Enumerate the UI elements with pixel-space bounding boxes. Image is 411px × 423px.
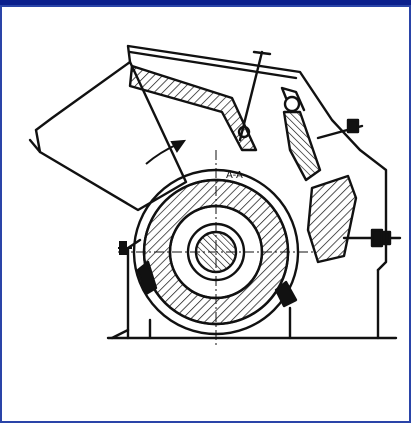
adjusting-nut-right-lower <box>370 228 384 248</box>
frame-top-bar <box>0 0 411 5</box>
left-mounting-bolt <box>118 241 132 255</box>
adjusting-rod-nut-upper <box>237 125 251 139</box>
curtain-pivot <box>283 95 301 113</box>
adjusting-nut-right-upper <box>346 118 360 134</box>
rotor-mark-label: A-A <box>226 170 243 181</box>
upper-housing <box>126 44 388 272</box>
blow-bar-right <box>274 280 298 308</box>
adjusting-rod-upper-cap <box>252 50 272 56</box>
adjusting-rod-upper <box>238 50 264 142</box>
adjusting-nut-right-lower-2 <box>382 230 392 246</box>
feed-chute-lip <box>28 138 42 154</box>
curtain-hanger <box>280 86 306 112</box>
upper-impact-plate <box>128 64 258 152</box>
right-impact-plate-upper <box>282 110 322 182</box>
feed-direction-arrow <box>145 139 187 165</box>
blow-bar-left <box>136 260 158 296</box>
right-impact-plate-lower <box>306 174 358 264</box>
frame-border <box>0 5 411 423</box>
housing-roof-line <box>128 50 298 80</box>
left-foot <box>110 328 130 340</box>
